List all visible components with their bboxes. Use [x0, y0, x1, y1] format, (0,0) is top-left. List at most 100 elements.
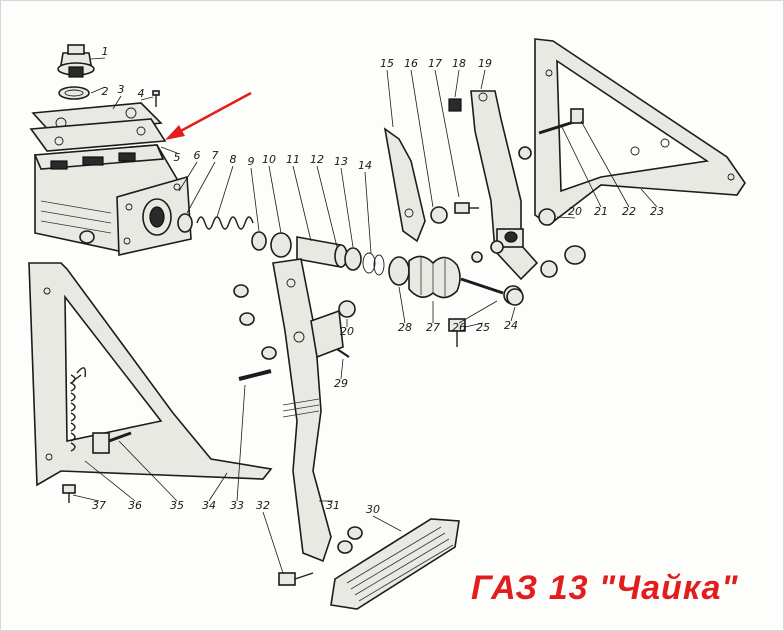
pivot-pin: [92, 431, 132, 454]
bolt-32: [278, 572, 314, 586]
callout-leader: [480, 69, 486, 90]
piston: [296, 236, 348, 268]
callout-34: 34: [202, 499, 216, 512]
pedal-return-spring: [69, 367, 87, 452]
callout-leader: [580, 120, 630, 208]
callout-10: 10: [262, 153, 276, 166]
callout-25: 25: [476, 321, 490, 334]
lever-washer: [471, 251, 483, 263]
pad-nut-1: [347, 526, 363, 540]
pedal-shaft: [238, 369, 272, 381]
callout-2: 2: [102, 85, 109, 98]
callout-27: 27: [426, 321, 440, 334]
callout-8: 8: [230, 153, 237, 166]
bracket-bolt: [454, 202, 479, 214]
callout-13: 13: [334, 155, 348, 168]
callout-leader: [160, 146, 178, 154]
callout-leader: [84, 460, 136, 502]
callout-20a: 20: [568, 205, 582, 218]
stop-washer: [362, 252, 376, 274]
cotter-pin: [336, 348, 350, 358]
callout-leader: [372, 515, 402, 532]
callout-leader: [72, 494, 100, 502]
callout-leader: [216, 165, 234, 218]
callout-32: 32: [256, 499, 270, 512]
callout-leader: [118, 440, 178, 502]
right-mounting-bracket: [534, 38, 746, 226]
callout-leader: [640, 188, 658, 208]
callout-leader: [208, 472, 228, 502]
callout-leader: [434, 69, 460, 198]
callout-leader: [186, 161, 216, 214]
callout-36: 36: [128, 499, 142, 512]
callout-leader: [398, 286, 406, 324]
stop-nut: [518, 146, 532, 160]
valve-part: [177, 213, 193, 233]
piston-seal: [270, 232, 292, 258]
lever-nut: [540, 260, 558, 278]
pedal-lever-bracket: [310, 309, 344, 359]
callout-leader: [262, 511, 284, 574]
callout-26: 26: [452, 321, 466, 334]
master-cylinder-body: [33, 144, 192, 256]
callout-28: 28: [398, 321, 412, 334]
callout-37: 37: [92, 499, 106, 512]
callout-14: 14: [358, 159, 372, 172]
reservoir-cover-plate: [29, 102, 167, 152]
nut-right: [564, 245, 586, 265]
callout-4: 4: [138, 87, 145, 100]
cover-screw: [152, 90, 160, 107]
bushing-24: [506, 288, 524, 306]
callout-19: 19: [478, 57, 492, 70]
pedal-pad: [330, 518, 460, 610]
callout-leader: [410, 69, 434, 208]
callout-1: 1: [102, 45, 109, 58]
primary-cup: [251, 231, 267, 251]
callout-7: 7: [212, 149, 219, 162]
callout-21: 21: [594, 205, 608, 218]
nut-a: [233, 284, 249, 298]
lock-ring: [373, 254, 385, 276]
intermediate-lever: [470, 90, 539, 281]
callout-leader: [236, 384, 246, 502]
diagram-caption: ГАЗ 13 "Чайка": [471, 569, 739, 607]
callout-12: 12: [310, 153, 324, 166]
callout-6: 6: [194, 149, 201, 162]
callout-33: 33: [230, 499, 244, 512]
callout-20b: 20: [340, 325, 354, 338]
nut-b: [239, 312, 255, 326]
pad-nut-2: [337, 540, 353, 554]
callout-22: 22: [622, 205, 636, 218]
lever-bushing: [490, 240, 504, 254]
callout-15: 15: [380, 57, 394, 70]
secondary-cup: [344, 247, 362, 271]
cap-gasket-ring: [58, 86, 90, 100]
callout-leader: [454, 69, 460, 98]
callout-leader: [250, 167, 260, 232]
callout-30: 30: [366, 503, 380, 516]
callout-31: 31: [326, 499, 340, 512]
callout-5: 5: [174, 151, 181, 164]
callout-11: 11: [286, 153, 300, 166]
reservoir-cap: [57, 44, 95, 78]
boot-ring: [388, 256, 410, 286]
highlight-arrow: [165, 91, 252, 140]
callout-23: 23: [650, 205, 664, 218]
callout-17: 17: [428, 57, 442, 70]
callout-leader: [112, 95, 122, 110]
brake-pedal-arm: [272, 258, 332, 563]
callout-leader: [458, 300, 498, 324]
callout-18: 18: [452, 57, 466, 70]
callout-leader: [364, 171, 372, 254]
callout-leader: [340, 167, 354, 248]
callout-35: 35: [170, 499, 184, 512]
callout-leader: [178, 161, 198, 192]
callout-3: 3: [118, 83, 125, 96]
callout-29: 29: [334, 377, 348, 390]
callout-leader: [140, 96, 154, 101]
nut-20-left: [338, 300, 356, 318]
callout-leader: [90, 86, 106, 94]
stop-bolt: [538, 108, 584, 135]
